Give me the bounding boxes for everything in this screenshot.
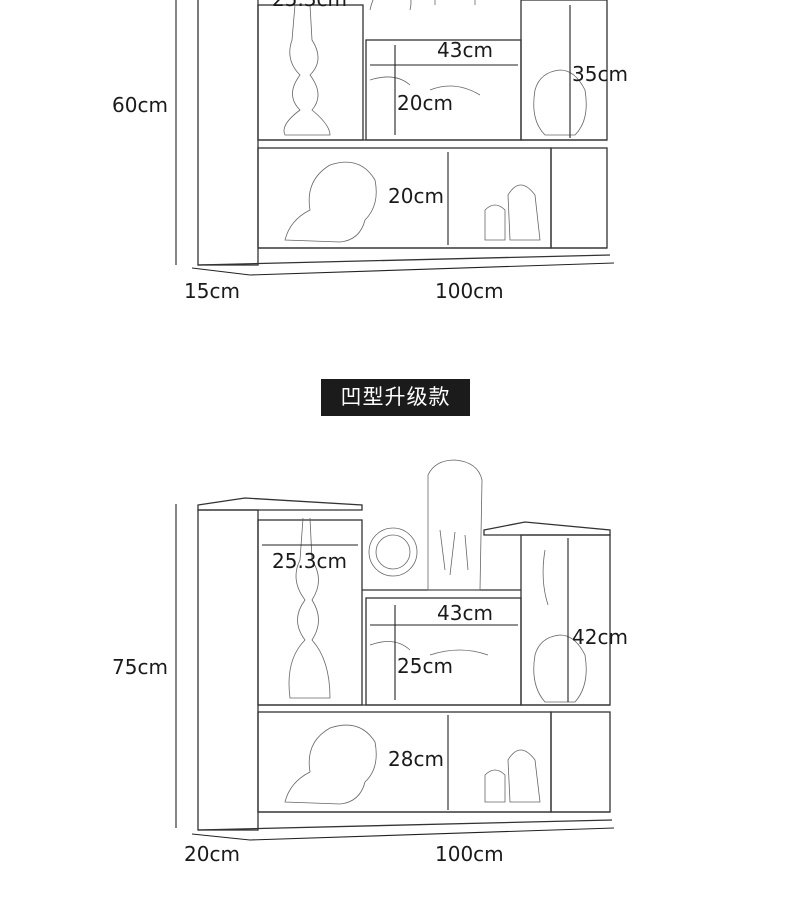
jars-sketch <box>484 749 541 803</box>
dim-total-height: 60cm <box>112 93 168 117</box>
shell-sketch <box>284 724 377 805</box>
dim-middle-height: 25cm <box>397 654 453 678</box>
left-compartment <box>257 4 364 141</box>
vase-sketch <box>427 459 483 591</box>
dim-total-height: 75cm <box>112 655 168 679</box>
dim-bottom-height: 20cm <box>388 184 444 208</box>
shelf-drawing <box>175 459 615 841</box>
dim-shelf-width: 25.3cm <box>272 549 348 573</box>
shell-sketch <box>284 161 377 243</box>
dim-middle-height: 20cm <box>397 91 453 115</box>
jars-sketch <box>484 184 541 241</box>
variant-badge: 凹型升级款 <box>321 379 470 416</box>
candlestick-sketch <box>288 517 331 699</box>
dim-total-width: 100cm <box>435 279 504 303</box>
branch-sketch <box>542 549 549 606</box>
dim-middle-width: 43cm <box>437 601 493 625</box>
dim-total-width: 100cm <box>435 842 504 866</box>
dim-middle-width: 43cm <box>437 38 493 62</box>
shelf-diagram-upgraded: 25.3cm 43cm 25cm 42cm 75cm 28cm 20cm 100… <box>0 440 790 870</box>
figurine-sketch <box>369 641 489 656</box>
left-compartment <box>257 519 363 706</box>
right-top-cap <box>483 521 611 536</box>
jar-sketch <box>533 634 587 703</box>
jar-sketch <box>533 69 587 136</box>
candlestick-sketch <box>283 4 331 136</box>
dim-depth: 15cm <box>184 279 240 303</box>
clock-sketch <box>369 0 412 11</box>
dim-bottom-height: 28cm <box>388 747 444 771</box>
bottom-right-compartment <box>550 147 608 249</box>
bottom-right-compartment <box>550 711 611 813</box>
dim-depth: 20cm <box>184 842 240 866</box>
clock-sketch <box>368 527 418 577</box>
shelf-diagram-standard: 25.3cm 43cm 20cm 35cm 60cm 20cm 15cm 100… <box>0 0 790 310</box>
left-side-panel <box>197 0 259 266</box>
left-top-cap <box>197 497 363 511</box>
left-side-panel <box>197 509 259 831</box>
shelf-drawing <box>175 0 615 276</box>
dim-right-height: 35cm <box>572 62 628 86</box>
vase-sketch <box>434 0 476 5</box>
dim-shelf-width: 25.3cm <box>272 0 347 10</box>
figurine-sketch <box>369 76 481 96</box>
base-edge <box>197 254 611 266</box>
dim-right-height: 42cm <box>572 625 628 649</box>
